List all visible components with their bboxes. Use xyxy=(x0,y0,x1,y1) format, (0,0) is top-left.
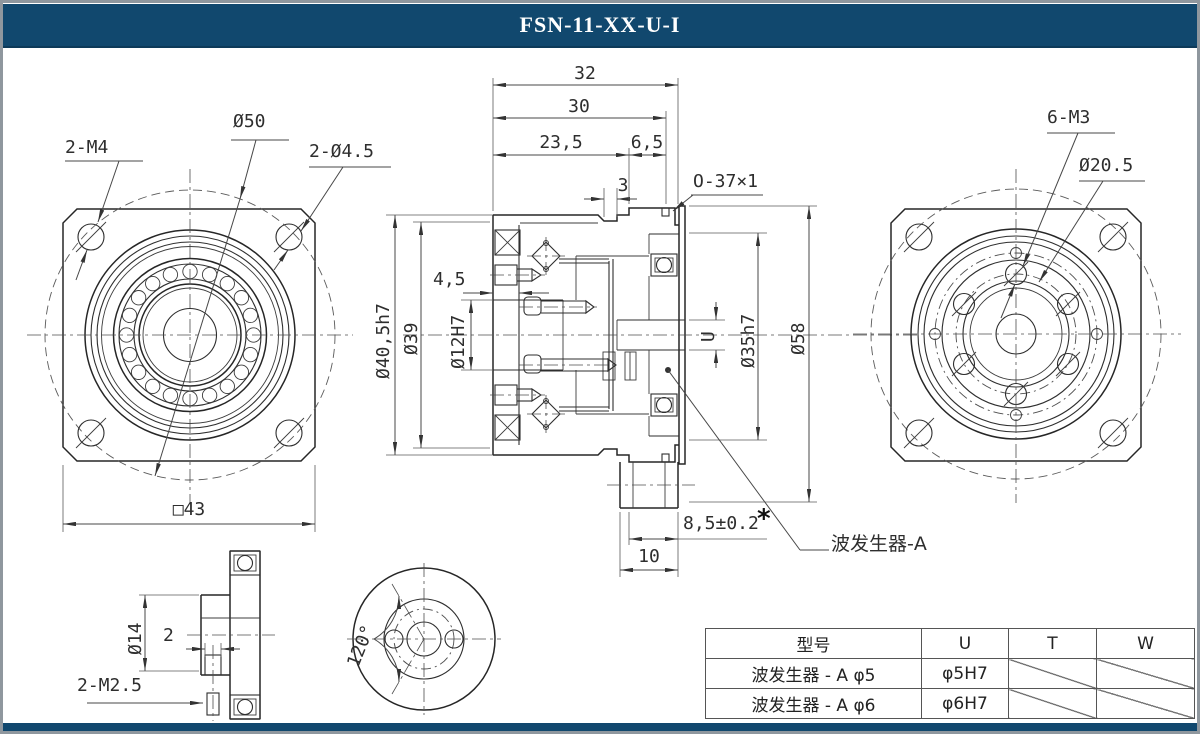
detail-thread-label: 2-M2.5 xyxy=(77,675,143,696)
spec-table-row: 波发生器 - A φ6 φ6H7 xyxy=(705,688,1195,719)
front-bolt-label: 2-M4 xyxy=(65,137,109,158)
wave-generator-side-view xyxy=(87,550,275,721)
dim-6-5: 6,5 xyxy=(630,132,664,153)
oring-label: O-37×1 xyxy=(693,171,759,192)
dim-8-5: 8,5±0.2 xyxy=(683,513,759,534)
output-bearings xyxy=(650,253,678,417)
detail-dia-label: Ø14 xyxy=(125,622,146,655)
col-w: W xyxy=(1096,628,1195,659)
section-screws xyxy=(490,264,619,406)
dim-30: 30 xyxy=(568,96,590,117)
front-square-dim: □43 xyxy=(172,499,206,520)
section-view xyxy=(386,78,919,577)
cell-u: φ5H7 xyxy=(921,658,1009,689)
rear-corner-holes xyxy=(903,221,1129,449)
roller-diamonds xyxy=(527,237,565,433)
cell-w-na xyxy=(1096,658,1195,689)
cell-model: 波发生器 - A φ5 xyxy=(705,658,922,689)
rear-view xyxy=(853,132,1181,503)
footer-bar xyxy=(3,723,1197,731)
cross-roller-bearing xyxy=(494,229,521,441)
cell-model: 波发生器 - A φ6 xyxy=(705,688,922,719)
bearing-balls xyxy=(118,263,262,407)
title-bar: FSN-11-XX-U-I xyxy=(3,4,1197,48)
dim-3: 3 xyxy=(617,175,629,196)
dim-d12: Ø12H7 xyxy=(448,314,469,369)
dim-23-5: 23,5 xyxy=(539,132,583,153)
dim-4-5: 4,5 xyxy=(433,269,466,290)
front-circle-label: Ø50 xyxy=(233,111,266,132)
rear-bcd-label: Ø20.5 xyxy=(1079,155,1134,176)
dim-d39: Ø39 xyxy=(401,322,422,355)
dim-10: 10 xyxy=(638,546,660,567)
rear-thread-label: 6-M3 xyxy=(1047,107,1091,128)
front-hole-label: 2-Ø4.5 xyxy=(309,141,375,162)
spec-table: 型号 U T W 波发生器 - A φ5 φ5H7 波发生器 - A φ6 φ6… xyxy=(705,628,1195,719)
dim-d40-5: Ø40,5h7 xyxy=(373,303,394,379)
wave-generator-front-view xyxy=(347,563,501,715)
dim-d58: Ø58 xyxy=(788,322,809,355)
col-model: 型号 xyxy=(705,628,922,659)
wave-generator-label: 波发生器-A xyxy=(831,533,927,555)
col-t: T xyxy=(1008,628,1097,659)
detail-width-label: 2 xyxy=(163,625,174,646)
col-u: U xyxy=(921,628,1009,659)
corner-holes xyxy=(75,221,305,449)
cell-t-na xyxy=(1008,658,1097,689)
dim-u: U xyxy=(698,331,719,342)
dim-d35: Ø35h7 xyxy=(738,313,759,368)
cell-u: φ6H7 xyxy=(921,688,1009,719)
cell-t-na xyxy=(1008,688,1097,719)
spec-table-header-row: 型号 U T W xyxy=(705,628,1195,659)
drawing-title: FSN-11-XX-U-I xyxy=(519,12,681,37)
technical-drawing xyxy=(27,78,1181,721)
asterisk-mark: * xyxy=(756,504,772,534)
spec-table-row: 波发生器 - A φ5 φ5H7 xyxy=(705,658,1195,689)
front-view xyxy=(27,139,391,532)
cell-w-na xyxy=(1096,688,1195,719)
dim-32: 32 xyxy=(574,63,596,84)
